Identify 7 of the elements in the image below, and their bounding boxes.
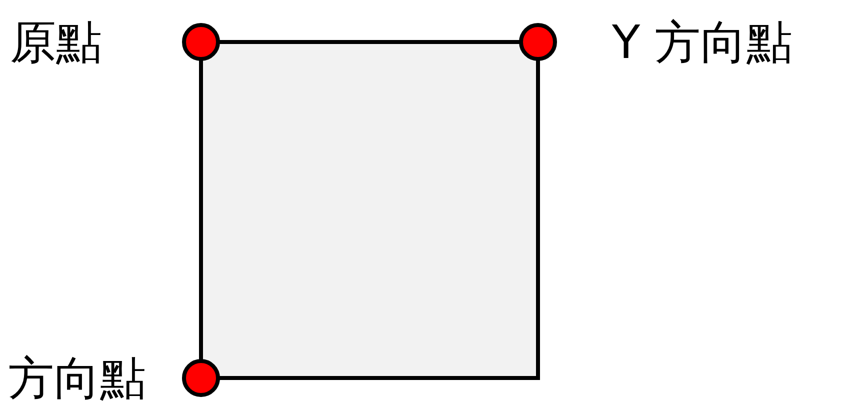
point-label: 原點: [10, 14, 102, 70]
corner-point: [182, 359, 220, 397]
corner-point: [519, 23, 557, 61]
square-outline: [201, 42, 538, 378]
point-label: 方向點: [8, 350, 146, 406]
point-label: Y 方向點: [612, 14, 793, 70]
corner-point: [182, 23, 220, 61]
